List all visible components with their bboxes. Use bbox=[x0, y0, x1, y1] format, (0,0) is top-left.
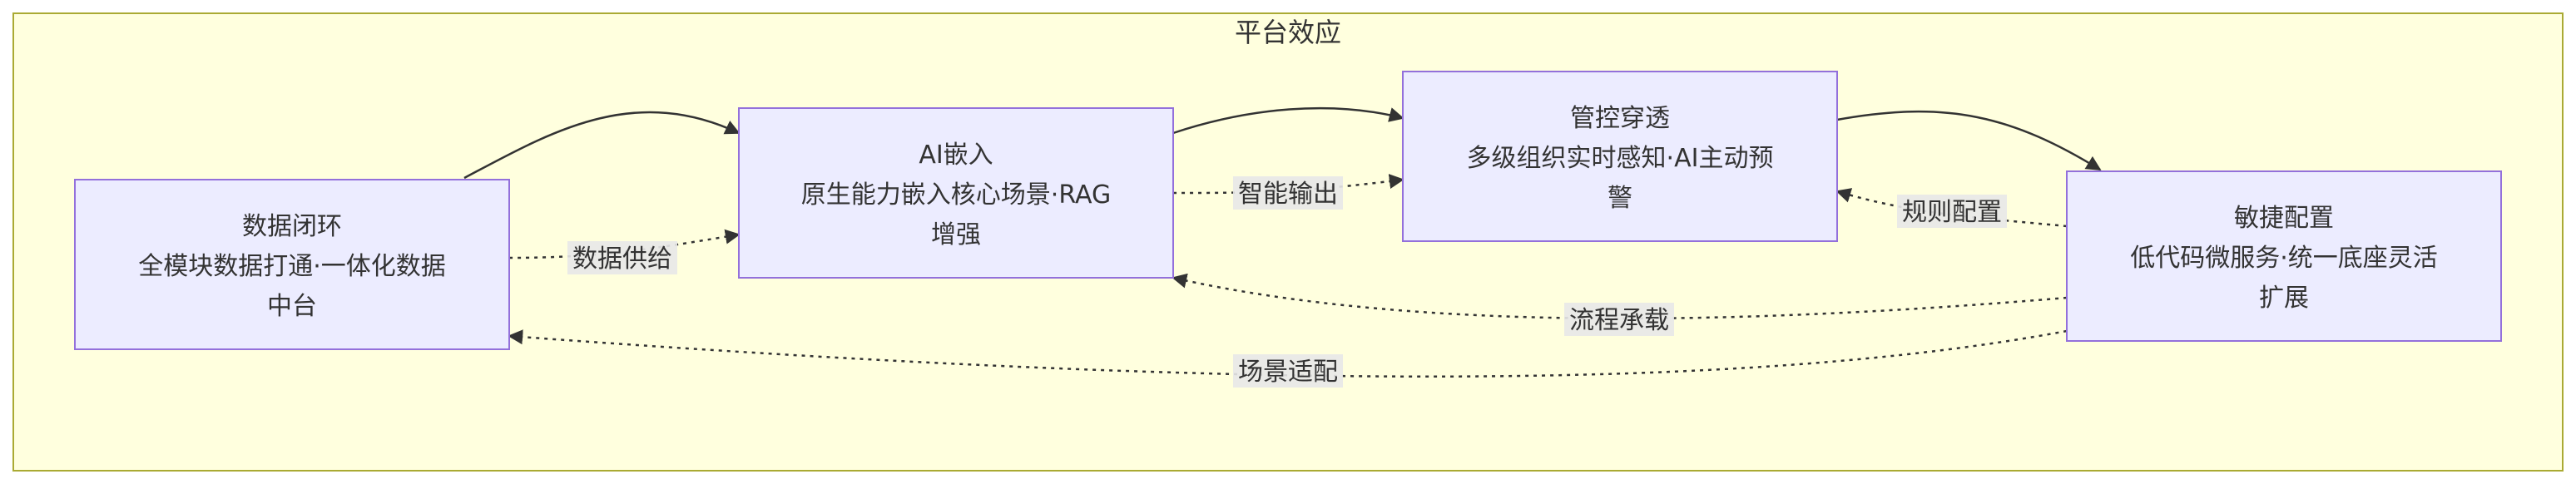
node-title: 管控穿透 bbox=[1570, 104, 1670, 133]
edge-scene-adapt bbox=[508, 329, 2068, 378]
node-line: 扩展 bbox=[2259, 284, 2309, 313]
edge-label-data-supply: 数据供给 bbox=[567, 241, 677, 274]
node-title: 敏捷配置 bbox=[2234, 204, 2334, 233]
node-ai-embed[interactable]: AI嵌入 原生能力嵌入核心场景·RAG 增强 bbox=[738, 107, 1174, 279]
edge-smart-output bbox=[1172, 174, 1404, 195]
edge-label-text: 场景适配 bbox=[1238, 358, 1338, 387]
node-line: 低代码微服务·统一底座灵活 bbox=[2130, 244, 2438, 273]
edge-label-text: 规则配置 bbox=[1902, 198, 2002, 227]
edge-label-text: 流程承载 bbox=[1569, 306, 1669, 335]
node-title: 数据闭环 bbox=[242, 212, 342, 241]
node-line: 中台 bbox=[267, 292, 317, 321]
edge-label-scene-adapt: 场景适配 bbox=[1233, 354, 1343, 388]
node-agile[interactable]: 敏捷配置 低代码微服务·统一底座灵活 扩展 bbox=[2066, 170, 2502, 342]
cluster-title: 平台效应 bbox=[1235, 17, 1341, 48]
solid-edges bbox=[463, 106, 2102, 180]
node-line: 原生能力嵌入核心场景·RAG bbox=[801, 180, 1111, 210]
node-control[interactable]: 管控穿透 多级组织实时感知·AI主动预 警 bbox=[1402, 71, 1838, 242]
edge-label-text: 数据供给 bbox=[572, 244, 672, 274]
edge-control-to-agile bbox=[1836, 110, 2102, 171]
node-line: 多级组织实时感知·AI主动预 bbox=[1467, 144, 1774, 173]
node-line: 警 bbox=[1608, 184, 1632, 213]
edge-data-loop-to-ai bbox=[463, 111, 741, 180]
node-line: 全模块数据打通·一体化数据 bbox=[138, 252, 446, 281]
edge-label-smart-output: 智能输出 bbox=[1233, 176, 1343, 210]
edge-label-process-carry: 流程承载 bbox=[1564, 303, 1674, 336]
edge-label-rule-config: 规则配置 bbox=[1897, 195, 2007, 228]
edge-label-text: 智能输出 bbox=[1238, 180, 1338, 209]
edge-ai-to-control bbox=[1172, 106, 1404, 135]
node-data-loop[interactable]: 数据闭环 全模块数据打通·一体化数据 中台 bbox=[74, 179, 510, 350]
node-title: AI嵌入 bbox=[919, 141, 993, 170]
node-line: 增强 bbox=[931, 220, 981, 249]
